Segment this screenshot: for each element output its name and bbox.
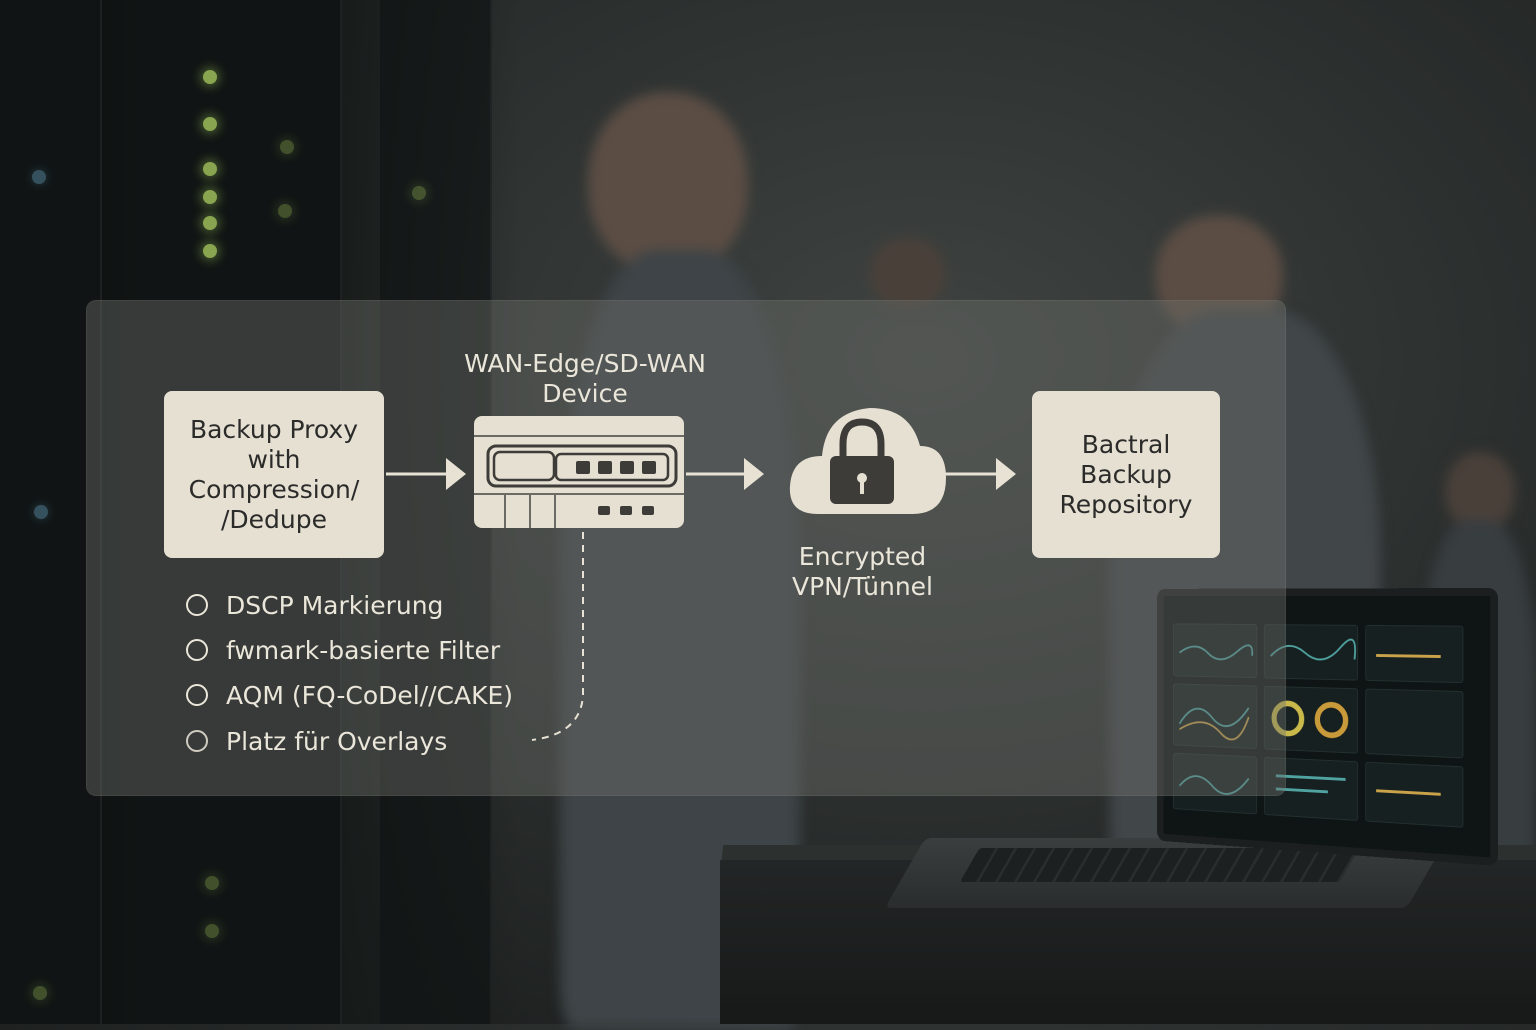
radio-circle-icon [186,730,208,752]
status-led [205,876,219,890]
radio-circle-icon [186,684,208,706]
backup-repository-box: Bactral Backup Repository [1032,391,1220,558]
status-led [412,186,426,200]
dashed-connector [531,532,584,741]
feature-label: fwmark-basierte Filter [226,635,501,665]
status-led [203,244,217,258]
arrow-right-icon [686,458,764,490]
radio-circle-icon [186,594,208,616]
tunnel-label: Encrypted VPN/Tünnel [791,542,933,601]
feature-label: DSCP Markierung [226,590,444,620]
feature-label: Platz für Overlays [226,726,448,756]
radio-circle-icon [186,639,208,661]
server-rack [0,0,520,1024]
feature-item: DSCP Markierung [186,587,443,623]
status-led [280,140,294,154]
status-led [203,162,217,176]
status-led [203,117,217,131]
arrow-right-icon [386,458,466,490]
feature-item: Platz für Overlays [186,723,447,759]
status-led [33,986,47,1000]
status-led [34,505,48,519]
cloud-lock-icon [789,408,946,514]
arrow-right-icon [934,458,1016,490]
status-led [203,216,217,230]
feature-item: AQM (FQ-CoDel//CAKE) [186,677,513,713]
network-device-icon [474,416,684,528]
rack-column [0,0,102,1024]
status-led [203,190,217,204]
status-led [32,170,46,184]
feature-item: fwmark-basierte Filter [186,632,500,668]
status-led [205,924,219,938]
backup-proxy-box: Backup Proxy with Compression/ /Dedupe [164,391,384,558]
feature-label: AQM (FQ-CoDel//CAKE) [226,680,514,710]
wan-edge-device-label: WAN-Edge/SD-WAN Device [464,349,706,408]
status-led [203,70,217,84]
status-led [278,204,292,218]
